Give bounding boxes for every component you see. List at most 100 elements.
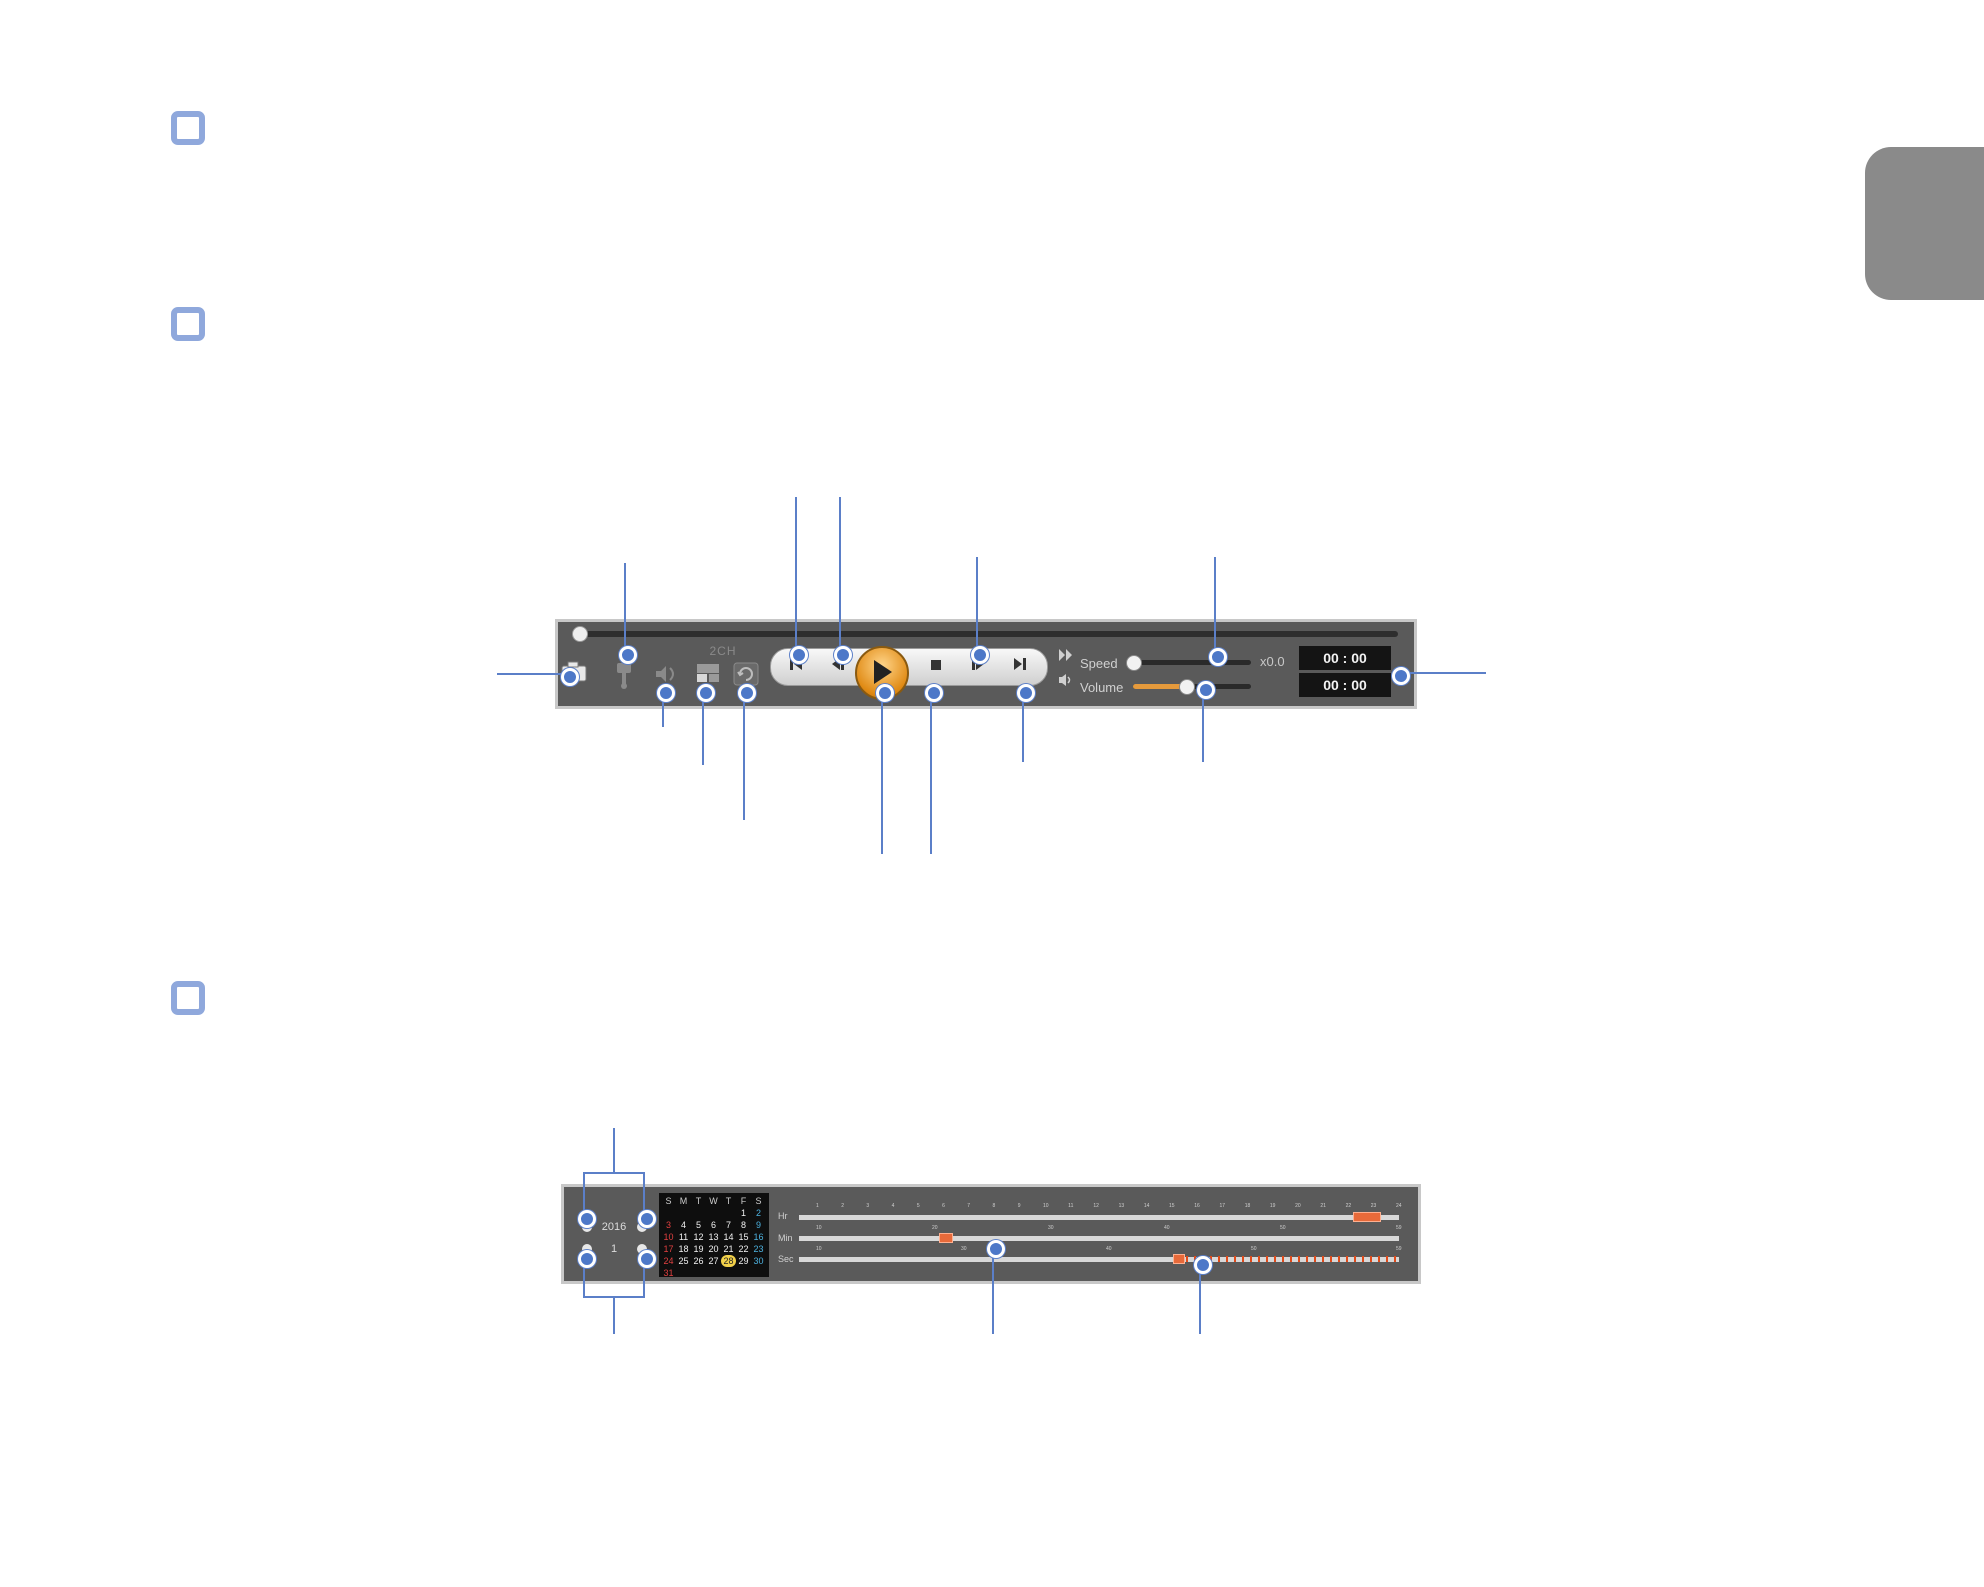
tick-label: 23 <box>1370 1203 1377 1209</box>
calendar-day[interactable]: 2 <box>755 1208 761 1218</box>
calendar-day[interactable]: 29 <box>738 1256 749 1266</box>
callout-dot <box>971 646 989 664</box>
tick-label: 10 <box>816 1225 822 1231</box>
hour-marker[interactable] <box>1353 1212 1381 1222</box>
transport-controls <box>770 648 1048 686</box>
tick-label: 5 <box>916 1203 920 1209</box>
callout-line <box>613 1296 615 1334</box>
calendar-day[interactable]: 7 <box>725 1220 731 1230</box>
weekday-label: F <box>740 1196 747 1206</box>
minute-track[interactable] <box>799 1236 1399 1241</box>
calendar-day[interactable]: 17 <box>663 1244 674 1254</box>
calendar-day[interactable]: 28 <box>721 1255 736 1267</box>
month-prev-icon[interactable] <box>582 1244 592 1254</box>
callout-line <box>795 497 797 652</box>
calendar-day[interactable]: 25 <box>678 1256 689 1266</box>
calendar-day[interactable]: 3 <box>665 1220 671 1230</box>
speed-slider[interactable] <box>1126 655 1251 671</box>
tick-label: 2 <box>841 1203 844 1209</box>
callout-line <box>976 557 978 652</box>
calendar-day[interactable]: 15 <box>738 1232 749 1242</box>
month-next-icon[interactable] <box>637 1244 647 1254</box>
setup-icon[interactable] <box>610 661 638 689</box>
second-recorded-ticks <box>1186 1256 1398 1262</box>
callout-line <box>624 563 626 652</box>
tick-label: 30 <box>1048 1225 1054 1231</box>
speed-knob[interactable] <box>1126 655 1142 671</box>
seek-knob[interactable] <box>572 626 588 642</box>
calendar-day[interactable]: 16 <box>753 1232 764 1242</box>
stop-icon <box>931 660 941 670</box>
calendar-day[interactable]: 30 <box>753 1256 764 1266</box>
callout-line <box>583 1172 585 1216</box>
calendar-day[interactable]: 10 <box>663 1232 674 1242</box>
calendar-day[interactable]: 19 <box>693 1244 704 1254</box>
callout-line <box>1202 689 1204 762</box>
rotate-icon[interactable] <box>732 661 760 689</box>
calendar-day[interactable]: 9 <box>755 1220 761 1230</box>
stop-button[interactable] <box>923 654 949 680</box>
calendar-day[interactable]: 13 <box>708 1232 719 1242</box>
callout-dot <box>619 646 637 664</box>
chapter-tab <box>1865 147 1984 300</box>
hour-label: Hr <box>778 1211 788 1221</box>
tick-label: 9 <box>1017 1203 1021 1209</box>
calendar-day[interactable]: 20 <box>708 1244 719 1254</box>
last-frame-icon <box>1014 658 1026 670</box>
callout-dot <box>1194 1256 1212 1274</box>
calendar-day[interactable]: 22 <box>738 1244 749 1254</box>
minute-marker[interactable] <box>939 1233 953 1243</box>
calendar-day[interactable]: 6 <box>710 1220 716 1230</box>
callout-dot <box>561 668 579 686</box>
tick-label: 22 <box>1345 1203 1352 1209</box>
calendar-day[interactable]: 31 <box>663 1268 674 1278</box>
calendar-day[interactable]: 14 <box>723 1232 734 1242</box>
tick-label: 24 <box>1396 1203 1402 1209</box>
calendar-day[interactable]: 4 <box>680 1220 686 1230</box>
callout-dot <box>638 1210 656 1228</box>
calendar-day[interactable]: 18 <box>678 1244 689 1254</box>
volume-label: Volume <box>1080 680 1124 695</box>
calendar-day[interactable]: 21 <box>723 1244 734 1254</box>
calendar-day[interactable]: 8 <box>740 1220 746 1230</box>
callout-line <box>497 673 565 675</box>
tick-label: 15 <box>1169 1203 1175 1209</box>
calendar-day[interactable]: 23 <box>753 1244 764 1254</box>
tick-label: 20 <box>1295 1203 1301 1209</box>
callout-line <box>643 1172 645 1216</box>
callout-dot <box>1197 681 1215 699</box>
callout-line <box>881 690 883 854</box>
speed-icon <box>1058 648 1074 665</box>
calendar-day[interactable]: 5 <box>695 1220 701 1230</box>
calendar-week-row: 17 18 19 20 21 22 23 <box>661 1243 767 1255</box>
callout-dot <box>834 646 852 664</box>
callout-line <box>662 690 664 727</box>
calendar-day[interactable]: 26 <box>693 1256 704 1266</box>
calendar-day[interactable]: 27 <box>708 1256 719 1266</box>
volume-slider[interactable] <box>1133 679 1251 695</box>
second-track[interactable] <box>799 1257 1399 1262</box>
calendar-day[interactable]: 1 <box>740 1208 746 1218</box>
volume-icon <box>1058 673 1074 690</box>
weekday-label: T <box>695 1196 702 1206</box>
second-marker[interactable] <box>1173 1254 1185 1264</box>
screen-layout-icon[interactable] <box>694 661 722 689</box>
calendar-day[interactable]: 11 <box>678 1232 689 1242</box>
calendar-day[interactable]: 24 <box>663 1256 674 1266</box>
callout-dot <box>1209 648 1227 666</box>
hour-track[interactable] <box>799 1215 1399 1220</box>
callout-dot <box>638 1250 656 1268</box>
last-frame-button[interactable] <box>1007 654 1033 680</box>
audio-channel-icon[interactable] <box>652 661 680 689</box>
year-value: 2016 <box>601 1221 627 1233</box>
callout-line <box>613 1128 615 1172</box>
seek-bar[interactable] <box>572 626 1398 642</box>
volume-knob[interactable] <box>1179 679 1195 695</box>
callout-line <box>1022 690 1024 762</box>
callout-dot <box>876 684 894 702</box>
calendar-day[interactable]: 12 <box>693 1232 704 1242</box>
